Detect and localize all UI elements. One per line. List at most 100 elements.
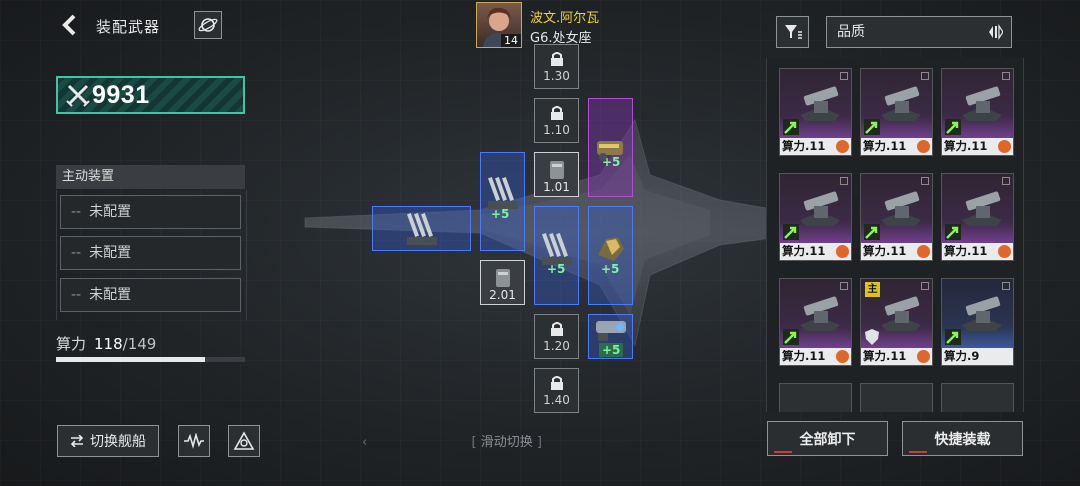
- module-slot-2[interactable]: 2.01: [480, 260, 525, 305]
- active-devices-panel: [56, 190, 247, 320]
- active-device-slot-2[interactable]: --未配置: [60, 236, 241, 270]
- swap-arrows-icon: [70, 435, 84, 447]
- inventory-item-card-partial[interactable]: [779, 383, 852, 412]
- pilot-avatar[interactable]: 14: [476, 2, 522, 48]
- active-device-slot-3[interactable]: --未配置: [60, 278, 241, 312]
- planet-button[interactable]: [194, 11, 222, 39]
- back-button[interactable]: [56, 10, 82, 40]
- gear-icon: [917, 245, 930, 258]
- active-devices-title: 主动装置: [56, 165, 245, 189]
- item-compute-label: 算力.11: [782, 349, 826, 363]
- item-compute-label: 算力.9: [944, 349, 980, 363]
- unequip-all-button[interactable]: 全部卸下: [767, 421, 888, 456]
- inventory-item-card[interactable]: 算力.11: [860, 68, 933, 156]
- planet-icon: [198, 18, 218, 32]
- gear-icon: [836, 140, 849, 153]
- weapon-icon: [962, 191, 1002, 226]
- gear-icon: [917, 350, 930, 363]
- sort-arrows-icon: [989, 24, 1003, 40]
- corner-marker: [840, 177, 848, 185]
- lock-icon: [550, 321, 563, 336]
- weapon-slot-left[interactable]: [372, 206, 471, 251]
- arrow-emblem-icon: [783, 329, 799, 345]
- compute-max: /149: [122, 335, 157, 353]
- weapon-slot-upper-right[interactable]: +5: [588, 98, 633, 197]
- weapon-slot-upper-left[interactable]: +5: [480, 152, 525, 251]
- corner-marker: [840, 72, 848, 80]
- corner-marker: [1002, 282, 1010, 290]
- bonus-badge: +5: [601, 262, 620, 276]
- weapon-icon: [800, 86, 840, 121]
- inventory-item-card[interactable]: 算力.11: [779, 68, 852, 156]
- bonus-badge: +5: [599, 343, 624, 357]
- weapon-icon: [962, 296, 1002, 331]
- arrow-emblem-icon: [945, 329, 961, 345]
- inventory-item-card[interactable]: 算力.11: [779, 173, 852, 261]
- bonus-badge: +5: [602, 155, 621, 169]
- inventory-item-card[interactable]: 主算力.11: [860, 278, 933, 366]
- combat-power: 9931: [56, 76, 245, 114]
- arrow-emblem-icon: [783, 119, 799, 135]
- weapon-slot-lower-right[interactable]: +5: [588, 314, 633, 359]
- weapon-icon: [881, 86, 921, 121]
- locked-slot-2[interactable]: 1.10: [534, 98, 579, 143]
- bonus-badge: +5: [547, 262, 566, 276]
- pilot-rank: G6.处女座: [530, 31, 592, 46]
- inventory-item-card[interactable]: 算力.9: [941, 278, 1014, 366]
- compute-bar: [56, 357, 245, 362]
- locked-slot-4[interactable]: 1.40: [534, 368, 579, 413]
- chevron-left-small-icon: ‹: [362, 435, 368, 450]
- weapon-icon: [881, 296, 921, 331]
- inventory-item-card[interactable]: 算力.11: [779, 278, 852, 366]
- corner-marker: [840, 282, 848, 290]
- cannon-icon: [597, 141, 623, 161]
- missile-launcher-icon: [542, 233, 572, 265]
- inventory-item-card-partial[interactable]: [860, 383, 933, 412]
- missile-launcher-icon: [488, 177, 518, 209]
- sort-dropdown[interactable]: 品质: [826, 16, 1012, 48]
- gear-icon: [998, 245, 1011, 258]
- cannon-icon: [598, 237, 624, 261]
- bonus-badge: +5: [491, 207, 510, 221]
- inventory-item-card[interactable]: 算力.11: [941, 68, 1014, 156]
- fuel-canister-icon: [550, 161, 564, 179]
- corner-marker: [1002, 177, 1010, 185]
- active-device-slot-1[interactable]: --未配置: [60, 195, 241, 229]
- weapon-icon: [800, 296, 840, 331]
- locked-slot-1[interactable]: 1.30: [534, 44, 579, 89]
- inventory-item-card[interactable]: 算力.11: [860, 173, 933, 261]
- item-compute-label: 算力.11: [944, 139, 988, 153]
- module-slot-1[interactable]: 1.01: [534, 152, 579, 197]
- item-compute-label: 算力.11: [863, 244, 907, 258]
- filter-button[interactable]: [776, 16, 809, 48]
- triangle-emblem-icon: [233, 431, 255, 450]
- emblem-button[interactable]: [228, 425, 260, 457]
- missile-launcher-icon: [407, 213, 437, 245]
- lock-icon: [550, 51, 563, 66]
- item-compute-label: 算力.11: [863, 139, 907, 153]
- corner-marker: [921, 282, 929, 290]
- weapon-slot-center[interactable]: +5: [534, 206, 579, 305]
- item-compute-label: 算力.11: [944, 244, 988, 258]
- arrow-emblem-icon: [783, 224, 799, 240]
- locked-slot-3[interactable]: 1.20: [534, 314, 579, 359]
- filter-icon: [784, 25, 802, 39]
- weapon-icon: [881, 191, 921, 226]
- corner-marker: [921, 177, 929, 185]
- chevron-left-icon: [62, 14, 76, 36]
- weapon-slot-right[interactable]: +5: [588, 206, 633, 305]
- inventory-item-card[interactable]: 算力.11: [941, 173, 1014, 261]
- wave-button[interactable]: [178, 425, 210, 457]
- quick-equip-button[interactable]: 快捷装载: [902, 421, 1023, 456]
- crossed-swords-icon: [66, 84, 90, 107]
- corner-marker: [921, 72, 929, 80]
- inventory-item-card-partial[interactable]: [941, 383, 1014, 412]
- switch-ship-button[interactable]: 切换舰船: [57, 425, 159, 457]
- lock-icon: [550, 375, 563, 390]
- arrow-emblem-icon: [945, 119, 961, 135]
- pilot-level: 14: [501, 34, 521, 47]
- gear-icon: [836, 245, 849, 258]
- item-compute-label: 算力.11: [863, 349, 907, 363]
- gear-icon: [836, 350, 849, 363]
